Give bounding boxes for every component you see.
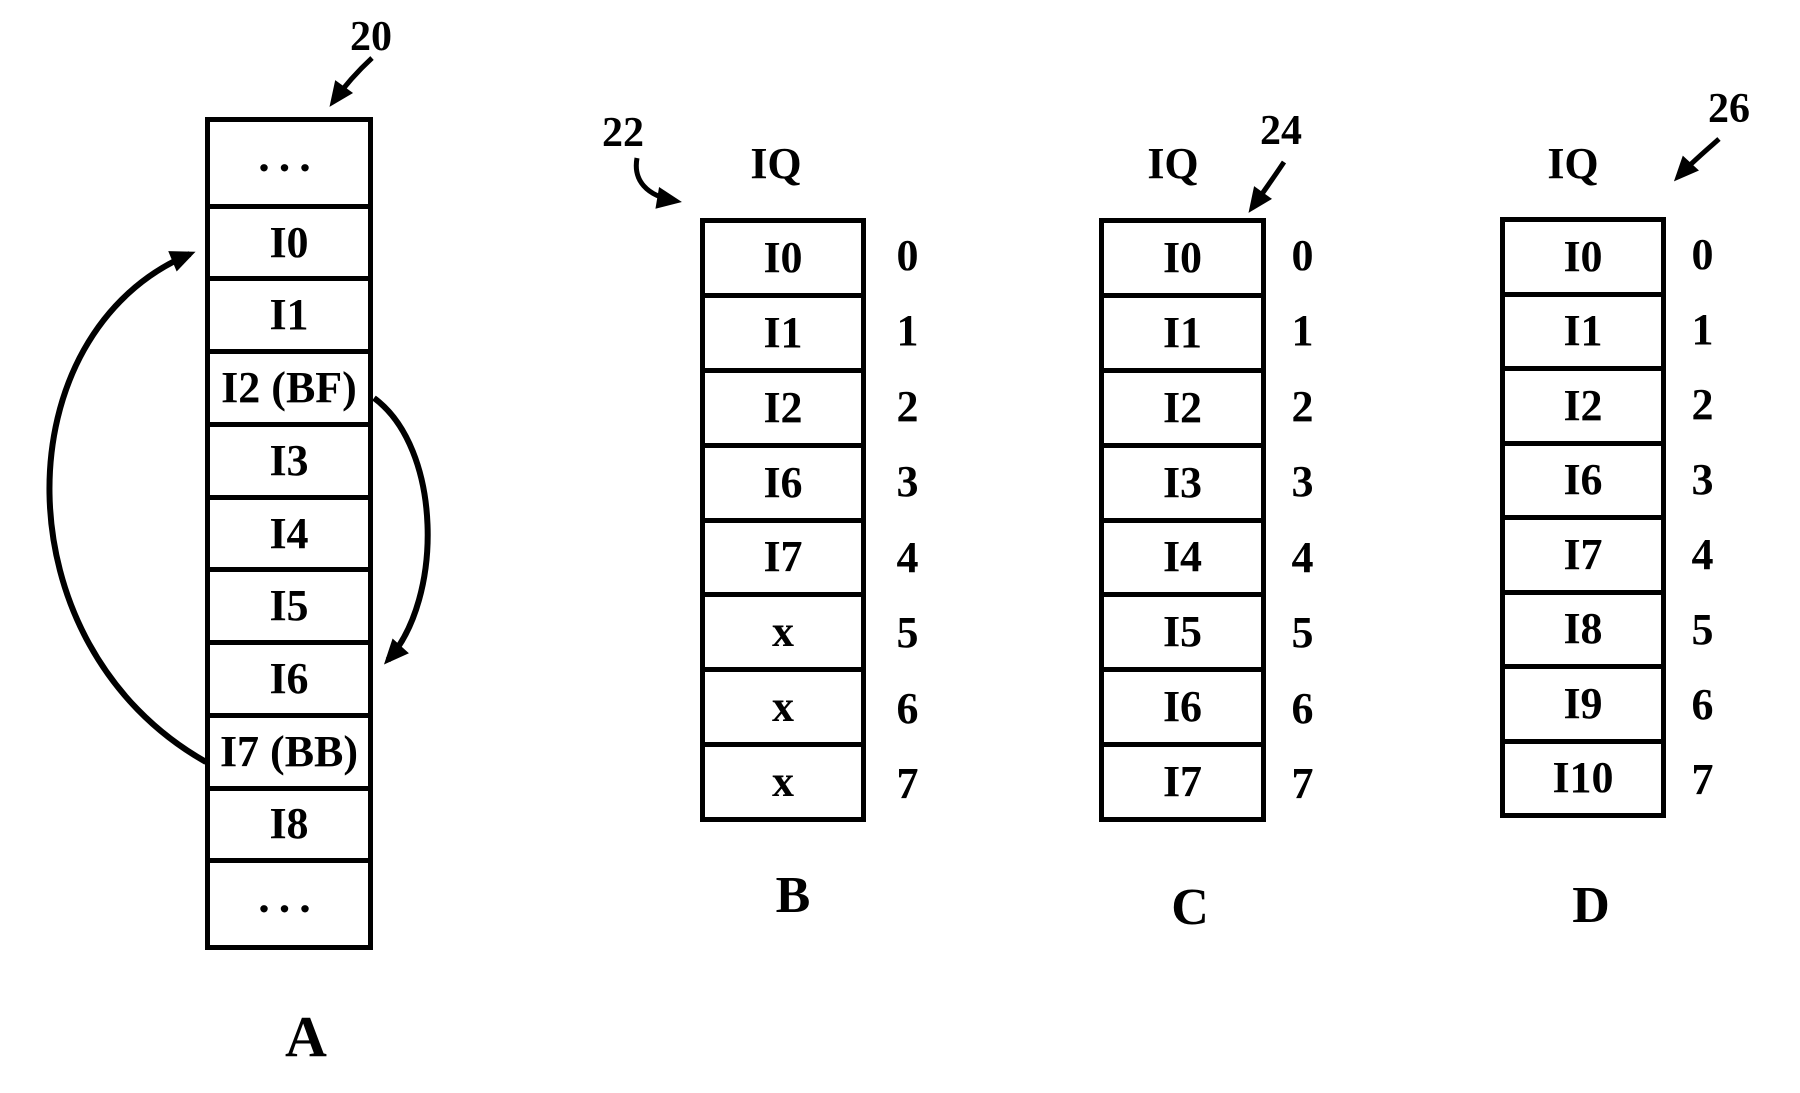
iq-cell: I6 (1104, 667, 1261, 742)
iq-cell: I2 (1505, 366, 1661, 441)
slot-index: 7 (1291, 759, 1314, 809)
iq-cell: I6 (1505, 440, 1661, 516)
forward-branch-arrow (372, 395, 431, 665)
ref-24-arrow (1248, 160, 1287, 213)
queue-title-d: IQ (1547, 139, 1599, 188)
iq-cell: I7 (1104, 742, 1261, 817)
iq-cell: I2 (705, 367, 861, 443)
queue-title-b: IQ (750, 139, 802, 188)
backward-branch-arrow (46, 251, 208, 765)
iq-cell: I7 (1505, 515, 1661, 590)
panel-label-a: A (285, 1004, 327, 1069)
iq-cell: I4 (1104, 517, 1261, 593)
stream-cell: I2 (BF) (210, 349, 368, 422)
slot-index: 5 (1291, 608, 1314, 658)
slot-index-column-c: 0 1 2 3 4 5 6 7 (1280, 218, 1325, 822)
slot-index: 1 (1691, 304, 1714, 354)
slot-index: 1 (1291, 306, 1314, 356)
stream-cell: I7 (BB) (210, 712, 368, 786)
panel-label-b: B (775, 867, 811, 924)
iq-cell: I3 (1104, 442, 1261, 518)
iq-cell: I2 (1104, 367, 1261, 443)
iq-cell: I8 (1505, 589, 1661, 665)
stream-cell: I8 (210, 785, 368, 859)
instruction-stream-table-a: ... I0 I1 I2 (BF) I3 I4 I5 I6 I7 (BB) I8… (205, 117, 373, 950)
iq-cell: x (705, 742, 861, 817)
slot-index: 3 (896, 457, 919, 507)
panel-label-d: D (1572, 877, 1610, 934)
iq-cell: x (705, 667, 861, 742)
ref-26-arrow (1673, 137, 1721, 182)
slot-index: 5 (1691, 605, 1714, 655)
slot-index: 7 (896, 759, 919, 809)
ref-22-arrow (633, 157, 682, 209)
slot-index: 3 (1291, 457, 1314, 507)
slot-index: 2 (1691, 379, 1714, 429)
ref-number-20: 20 (350, 14, 392, 60)
ref-number-26: 26 (1708, 86, 1750, 132)
iq-cell: I10 (1505, 738, 1661, 814)
panel-label-c: C (1171, 879, 1209, 936)
slot-index: 0 (1291, 230, 1314, 280)
iq-cell: I6 (705, 442, 861, 518)
iq-cell: I0 (763, 232, 803, 282)
stream-cell: I6 (210, 640, 368, 713)
slot-index: 1 (896, 306, 919, 356)
ref-number-22: 22 (602, 110, 644, 156)
slot-index: 4 (1291, 532, 1314, 582)
iq-cell: x (705, 592, 861, 667)
slot-index: 3 (1691, 454, 1714, 504)
stream-cell: ... (210, 858, 368, 945)
slot-index: 2 (896, 381, 919, 431)
ref-20-arrow (329, 56, 374, 107)
slot-index: 6 (896, 683, 919, 733)
iq-cell: I9 (1505, 664, 1661, 739)
slot-index: 7 (1691, 755, 1714, 805)
slot-index: 4 (1691, 530, 1714, 580)
iq-cell: I5 (1104, 592, 1261, 667)
ref-number-24: 24 (1260, 108, 1302, 154)
slot-index: 0 (896, 230, 919, 280)
stream-cell: I1 (210, 276, 368, 349)
slot-index: 4 (896, 532, 919, 582)
stream-cell: I5 (210, 567, 368, 640)
iq-table-c: I0 I1 I2 I3 I4 I5 I6 I7 (1099, 218, 1266, 822)
slot-index: 5 (896, 608, 919, 658)
stream-cell: I4 (210, 494, 368, 568)
slot-index: 6 (1291, 683, 1314, 733)
slot-index: 0 (1691, 229, 1714, 279)
slot-index: 2 (1291, 381, 1314, 431)
iq-cell: I1 (1505, 291, 1661, 367)
stream-cell: I0 (210, 203, 368, 277)
stream-cell: I3 (210, 421, 368, 495)
queue-title-c: IQ (1147, 139, 1199, 188)
slot-index: 6 (1691, 680, 1714, 730)
iq-cell: I1 (1104, 292, 1261, 368)
iq-cell: I0 (1563, 231, 1603, 281)
iq-cell: I0 (1162, 232, 1203, 282)
iq-table-b: I0 I1 I2 I6 I7 x x x (700, 218, 866, 822)
stream-cell: ... (258, 129, 320, 181)
slot-index-column-b: 0 1 2 3 4 5 6 7 (885, 218, 930, 822)
slot-index-column-d: 0 1 2 3 4 5 6 7 (1680, 217, 1725, 818)
iq-table-d: I0 I1 I2 I6 I7 I8 I9 I10 (1500, 217, 1666, 818)
iq-cell: I7 (705, 517, 861, 593)
iq-cell: I1 (705, 292, 861, 368)
